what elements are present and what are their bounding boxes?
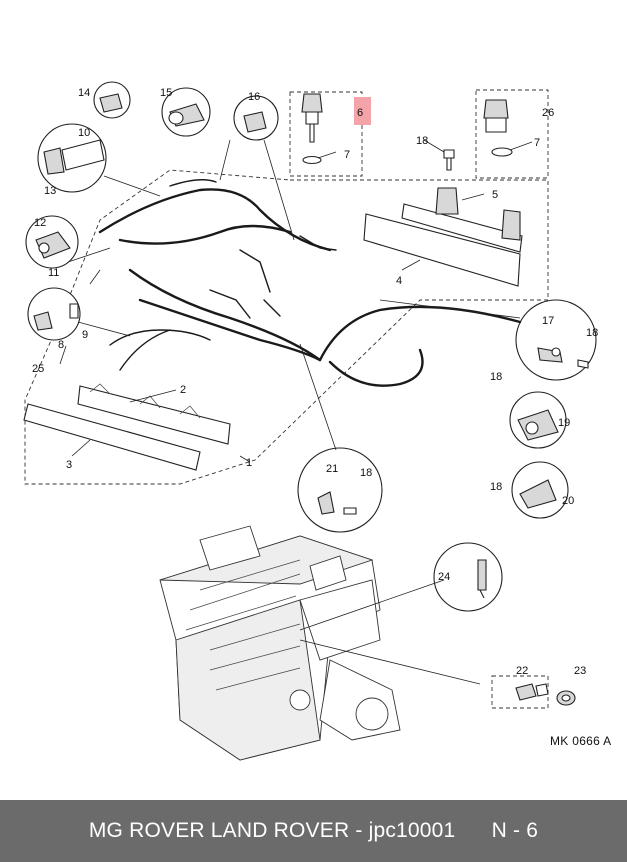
drawing-code: MK 0666 A (550, 734, 611, 748)
callout-1: 1 (246, 457, 252, 469)
callout-13: 13 (44, 185, 56, 197)
sensor-group-box-22 (491, 675, 549, 709)
callout-21: 21 (326, 463, 338, 475)
callout-19: 19 (558, 417, 570, 429)
pressure-sensor-26 (483, 99, 513, 157)
callout-8: 8 (58, 339, 64, 351)
temperature-sensor-6 (301, 93, 323, 165)
detail-circle-19-18 (509, 391, 567, 449)
callout-11: 11 (48, 267, 59, 279)
sensor-group-box-6 (289, 91, 363, 177)
callout-15: 15 (160, 87, 172, 99)
assembly-boundary (24, 169, 549, 485)
callout-7-right: 7 (534, 137, 540, 149)
callout-16: 16 (248, 91, 260, 103)
bolt-18-top (443, 149, 455, 171)
callout-7-top: 7 (344, 149, 350, 161)
fuel-rail-2-3 (23, 383, 231, 471)
detail-circle-11-12 (25, 215, 79, 269)
detail-circle-21-18 (297, 447, 383, 533)
callout-4: 4 (396, 275, 402, 287)
detail-circle-16 (233, 95, 279, 141)
detail-circle-20-18 (511, 461, 569, 519)
callout-6: 6 (357, 107, 363, 119)
callout-10: 10 (78, 127, 90, 139)
detail-circle-24 (433, 542, 503, 612)
footer-caption: MG ROVER LAND ROVER - jpc10001 N - 6 (88, 819, 539, 842)
callout-5: 5 (492, 189, 498, 201)
callout-26: 26 (542, 107, 554, 119)
callout-23: 23 (574, 665, 586, 677)
callout-18-right: 18 (586, 327, 598, 339)
sensor-23 (556, 690, 576, 706)
callout-6-highlight (354, 97, 371, 125)
footer-bar: MG ROVER LAND ROVER - jpc10001 N - 6 (0, 800, 627, 862)
fuel-rail-4-5 (363, 187, 523, 287)
parts-diagram-svg: 1 2 3 4 5 6 7 7 8 9 10 11 12 13 14 15 16… (23, 81, 611, 761)
leader-lines (59, 139, 533, 685)
callout-24: 24 (438, 571, 450, 583)
detail-circle-10-13 (37, 123, 107, 193)
callout-18-mid: 18 (490, 371, 502, 383)
sensor-group-box-26 (475, 89, 549, 179)
callout-17: 17 (542, 315, 554, 327)
callout-9: 9 (82, 329, 88, 341)
callout-18-low: 18 (490, 481, 502, 493)
callout-14: 14 (78, 87, 90, 99)
detail-circle-17-18 (515, 299, 597, 381)
engine-assembly (159, 525, 401, 761)
parts-diagram: 1 2 3 4 5 6 7 7 8 9 10 11 12 13 14 15 16… (23, 81, 611, 761)
callout-25: 25 (32, 363, 44, 375)
callout-3: 3 (66, 459, 72, 471)
callout-20: 20 (562, 495, 574, 507)
callout-12: 12 (34, 217, 46, 229)
detail-circle-15 (161, 87, 211, 137)
callout-22: 22 (516, 665, 528, 677)
detail-circle-14 (93, 81, 131, 119)
callout-18-circle: 18 (360, 467, 372, 479)
detail-circle-8-9 (27, 287, 81, 341)
callout-2: 2 (180, 384, 186, 396)
callout-18-top: 18 (416, 135, 428, 147)
sensor-22 (515, 683, 549, 701)
